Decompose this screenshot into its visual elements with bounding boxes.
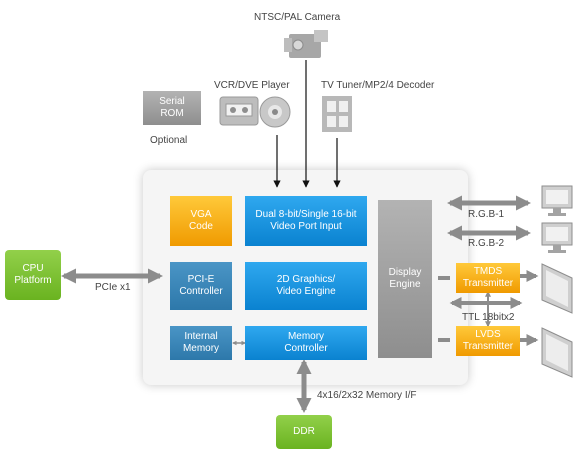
vga-code-label: VGA Code — [189, 209, 213, 232]
cassette-icon — [219, 96, 259, 126]
graphics-engine-box: 2D Graphics/ Video Engine — [245, 262, 367, 310]
tmds-transmitter-label: TMDS Transmitter — [462, 266, 514, 289]
internal-memory-box: Internal Memory — [170, 326, 232, 360]
tmds-transmitter-box: TMDS Transmitter — [456, 263, 520, 293]
memory-if-label: 4x16/2x32 Memory I/F — [317, 390, 417, 401]
memory-controller-box: Memory Controller — [245, 326, 367, 360]
lvds-transmitter-label: LVDS Transmitter — [462, 329, 514, 352]
optional-label: Optional — [150, 135, 188, 146]
video-port-input-box: Dual 8-bit/Single 16-bit Video Port Inpu… — [245, 196, 367, 246]
pcie-controller-label: PCI-E Controller — [179, 274, 223, 297]
memory-controller-label: Memory Controller — [284, 331, 328, 354]
monitor-icon-1 — [541, 185, 573, 216]
graphics-engine-label: 2D Graphics/ Video Engine — [276, 274, 336, 297]
flat-panel-icon-1 — [541, 263, 573, 314]
rgb2-label: R.G.B-2 — [468, 238, 505, 249]
ddr-label: DDR — [293, 426, 315, 437]
disc-icon — [259, 96, 291, 128]
cpu-platform-box: CPU Platform — [5, 250, 61, 300]
cpu-platform-label: CPU Platform — [14, 263, 52, 286]
ddr-box: DDR — [276, 415, 332, 449]
ntsc-camera-label: NTSC/PAL Camera — [254, 12, 341, 23]
display-engine-label: Display Engine — [388, 267, 422, 290]
decoder-board-icon — [322, 96, 352, 132]
vga-code-box: VGA Code — [170, 196, 232, 246]
camera-icon — [284, 30, 328, 58]
monitor-icon-2 — [541, 222, 573, 253]
display-engine-box: Display Engine — [378, 200, 432, 358]
rgb1-label: R.G.B-1 — [468, 209, 505, 220]
pcie-controller-box: PCI-E Controller — [170, 262, 232, 310]
internal-memory-label: Internal Memory — [182, 331, 220, 354]
tv-tuner-label: TV Tuner/MP2/4 Decoder — [321, 80, 435, 91]
serial-rom-box: Serial ROM — [143, 91, 201, 125]
flat-panel-icon-2 — [541, 327, 573, 378]
lvds-transmitter-box: LVDS Transmitter — [456, 326, 520, 356]
pcie-x1-label: PCIe x1 — [95, 282, 131, 293]
vcr-player-label: VCR/DVE Player — [214, 80, 290, 91]
video-port-input-label: Dual 8-bit/Single 16-bit Video Port Inpu… — [255, 209, 357, 232]
serial-rom-label: Serial ROM — [159, 96, 185, 119]
ttl-label: TTL 18bitx2 — [462, 312, 515, 323]
